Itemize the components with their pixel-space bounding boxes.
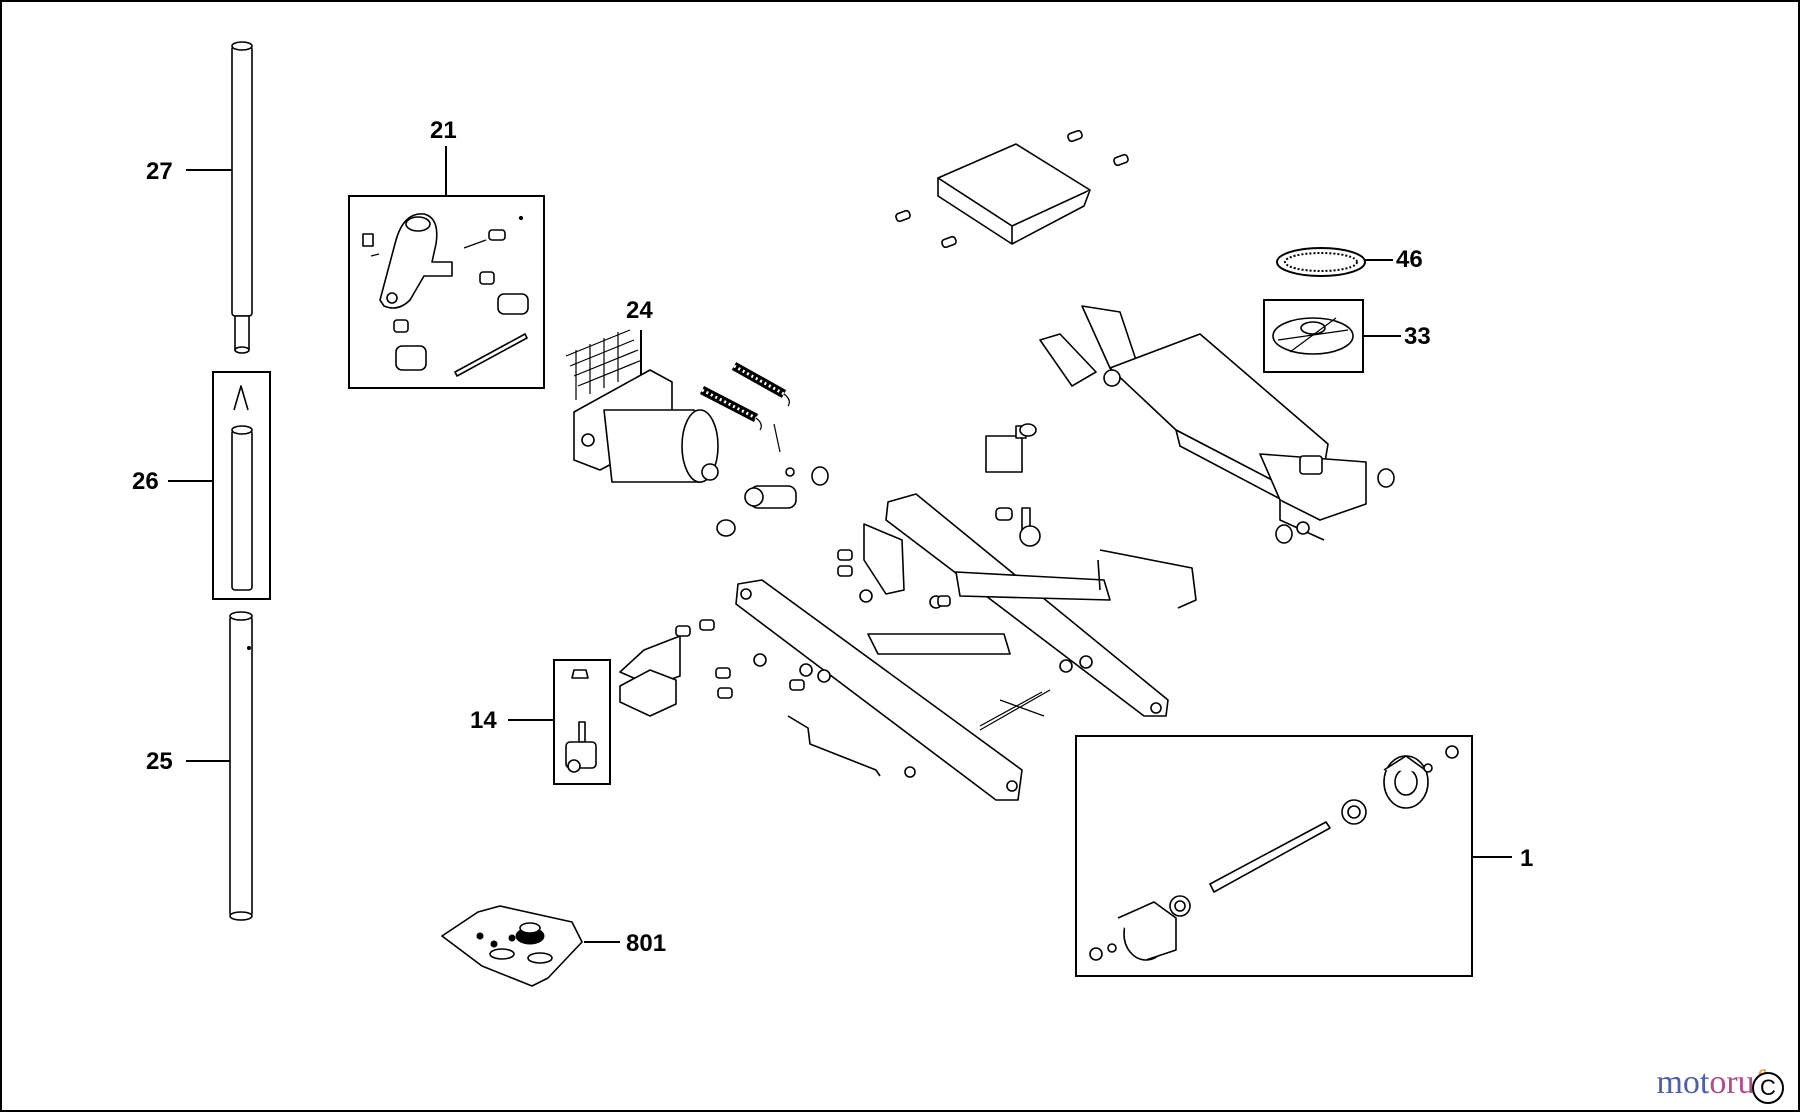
- callout-27: 27: [146, 158, 173, 185]
- top-plate-and-pins: [895, 129, 1129, 249]
- saddle-pad-texture: [1284, 252, 1358, 272]
- part-14-box: [553, 659, 611, 785]
- callout-25: 25: [146, 748, 173, 775]
- lift-arm: [1039, 305, 1395, 544]
- watermark-logo: motoruf: [1656, 1064, 1766, 1102]
- part-14-caster: [565, 669, 597, 773]
- watermark-part-1: mot: [1656, 1064, 1710, 1101]
- callout-1: 1: [1520, 845, 1533, 872]
- watermark-part-2: oru: [1709, 1064, 1755, 1101]
- callout-33: 33: [1404, 323, 1431, 350]
- callout-24: 24: [626, 297, 653, 324]
- frame-side-plates: [619, 493, 1197, 801]
- part-26-box: [212, 371, 271, 600]
- chock-block: [619, 669, 677, 717]
- part-26-tube-and-clip: [231, 385, 253, 591]
- part-46-saddle-pad: [1276, 247, 1366, 277]
- part-1-wheel-axle-kit: [1089, 745, 1459, 961]
- callout-21: 21: [430, 117, 457, 144]
- callout-14: 14: [470, 707, 497, 734]
- part-33-saddle: [1272, 317, 1354, 355]
- callout-26: 26: [132, 468, 159, 495]
- callout-46: 46: [1396, 246, 1423, 273]
- part-21-box: [348, 195, 545, 389]
- corner-mark: C: [1752, 1072, 1784, 1104]
- frame-hardware: [675, 423, 1093, 778]
- springs-and-pins: [699, 362, 829, 537]
- part-25-handle-tube: [229, 611, 253, 921]
- part-24-motor-assembly: [565, 329, 719, 483]
- part-27-handle-tube: [231, 41, 253, 354]
- part-801-seal-kit: [441, 905, 583, 987]
- part-21-kit: [362, 213, 529, 377]
- callout-801: 801: [626, 930, 666, 957]
